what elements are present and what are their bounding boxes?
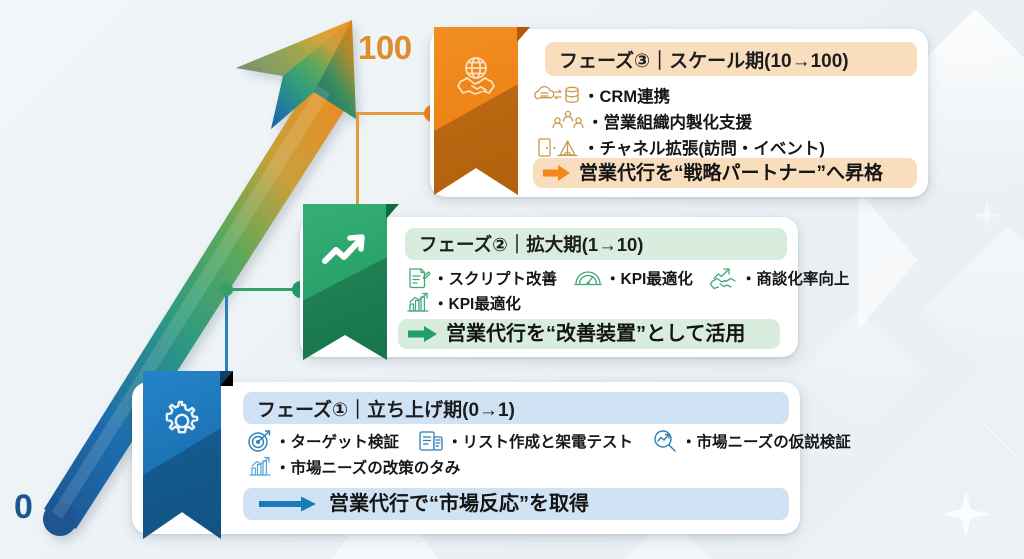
bg-triangle-shape xyxy=(858,190,918,330)
connector-horizontal-line xyxy=(356,112,434,115)
ribbon-fold-corner xyxy=(386,204,399,219)
ribbon-body xyxy=(434,27,518,195)
phase-3-bullet-list: ・CRM連携 ・営業組織内製化支援 xyxy=(533,82,825,160)
bullet-text: ・市場ニーズの改策のタみ xyxy=(275,460,461,477)
clipboard-phone-icon xyxy=(417,429,445,453)
bullet-item: ・リスト作成と架電テスト xyxy=(417,429,633,453)
connector-phase1-to-phase2 xyxy=(220,281,310,388)
phase-1-header: フェーズ①｜立ち上げ期(0→1) xyxy=(243,392,789,424)
bullet-item: ・商談化率向上 xyxy=(709,266,850,290)
magnifier-chart-icon xyxy=(651,429,679,453)
bg-star-shape xyxy=(972,200,1002,230)
bullet-row: ・チャネル拡張(訪問・イベント) xyxy=(533,134,825,160)
target-dart-icon xyxy=(247,429,273,453)
axis-label-end: 100 xyxy=(358,29,412,66)
connector-horizontal-line xyxy=(225,288,303,291)
bullet-item: ・営業組織内製化支援 xyxy=(551,109,752,133)
ribbon-body xyxy=(303,204,387,360)
bullet-text: ・スクリプト改善 xyxy=(433,270,558,288)
bullet-item: ・KPI最適化 xyxy=(405,291,521,315)
phase-2-callout: 営業代行を“改善装置”として活用 xyxy=(398,319,780,349)
phase-2-bullet-list: ・スクリプト改善 ・KPI最適化 xyxy=(405,265,849,315)
phase-3-callout-text: 営業代行を“戦略パートナー”へ昇格 xyxy=(579,162,884,184)
bullet-row: ・ターゲット検証 xyxy=(247,428,851,454)
phase-2-ribbon xyxy=(303,204,399,360)
phase-3-callout: 営業代行を“戦略パートナー”へ昇格 xyxy=(533,158,917,188)
ribbon-body xyxy=(143,371,221,539)
phase-3-header: フェーズ③｜スケール期(10→100) xyxy=(545,42,917,76)
ribbon-fold-corner xyxy=(220,371,233,386)
cloud-database-sync-icon xyxy=(533,83,581,107)
connector-vertical-line xyxy=(356,112,359,220)
bar-chart-growth-icon xyxy=(405,291,431,315)
bullet-text: ・ターゲット検証 xyxy=(275,434,400,451)
bullet-row: ・CRM連携 xyxy=(533,82,825,108)
document-pencil-icon xyxy=(405,266,431,290)
axis-label-start: 0 xyxy=(14,488,33,526)
connector-start-dot xyxy=(220,283,233,296)
phase-1-callout-text: 営業代行で“市場反応”を取得 xyxy=(329,493,589,515)
bullet-text: ・営業組織内製化支援 xyxy=(587,114,752,132)
phase-2-header: フェーズ②｜拡大期(1→10) xyxy=(405,228,787,260)
trend-up-arrow-icon xyxy=(320,230,370,279)
door-tent-icon xyxy=(535,135,581,159)
bullet-text: ・CRM連携 xyxy=(583,88,671,106)
phase-3-ribbon xyxy=(434,27,530,195)
bullet-row: ・スクリプト改善 ・KPI最適化 xyxy=(405,265,849,290)
bullet-item: ・CRM連携 xyxy=(533,83,670,107)
ribbon-fold-corner xyxy=(517,27,530,42)
bullet-text: ・商談化率向上 xyxy=(740,270,850,288)
long-right-arrow-icon xyxy=(259,494,317,514)
phase-2-callout-text: 営業代行を“改善装置”として活用 xyxy=(446,323,746,345)
right-arrow-icon xyxy=(543,163,571,183)
handshake-growth-icon xyxy=(709,266,739,290)
bullet-item: ・市場ニーズの改策のタみ xyxy=(247,455,460,479)
phase-1-ribbon xyxy=(143,371,233,539)
bg-diamond-shape xyxy=(796,311,924,439)
right-arrow-icon xyxy=(408,324,438,344)
bullet-item: ・スクリプト改善 xyxy=(405,266,557,290)
bg-chevron-shape xyxy=(937,417,1021,501)
bullet-row: ・営業組織内製化支援 xyxy=(533,108,825,134)
growth-arrow: 0 100 xyxy=(0,0,470,559)
connector-vertical-line xyxy=(225,288,228,388)
bullet-item: ・KPI最適化 xyxy=(573,266,693,290)
bullet-text: ・KPI最適化 xyxy=(605,270,693,288)
phase-1-callout: 営業代行で“市場反応”を取得 xyxy=(243,488,789,520)
bg-diamond-shape xyxy=(923,225,1024,395)
bullet-text: ・市場ニーズの仮説検証 xyxy=(681,434,851,451)
globe-handshake-icon xyxy=(450,53,502,110)
team-people-icon xyxy=(551,109,585,133)
phase-1-bullet-list: ・ターゲット検証 xyxy=(247,428,851,480)
bullet-text: ・KPI最適化 xyxy=(433,295,521,313)
bar-chart-growth-icon xyxy=(247,455,273,479)
bg-star-shape xyxy=(942,490,990,538)
bullet-item: ・ターゲット検証 xyxy=(247,429,399,453)
bullet-item: ・市場ニーズの仮説検証 xyxy=(651,429,851,453)
bullet-row: ・KPI最適化 xyxy=(405,290,849,315)
gear-icon xyxy=(158,397,206,450)
speedometer-icon xyxy=(573,266,603,290)
bullet-text: ・チャネル拡張(訪問・イベント) xyxy=(583,140,825,158)
bullet-text: ・リスト作成と架電テスト xyxy=(447,434,634,451)
bullet-item: ・チャネル拡張(訪問・イベント) xyxy=(535,135,825,159)
bullet-row: ・市場ニーズの改策のタみ xyxy=(247,454,851,480)
